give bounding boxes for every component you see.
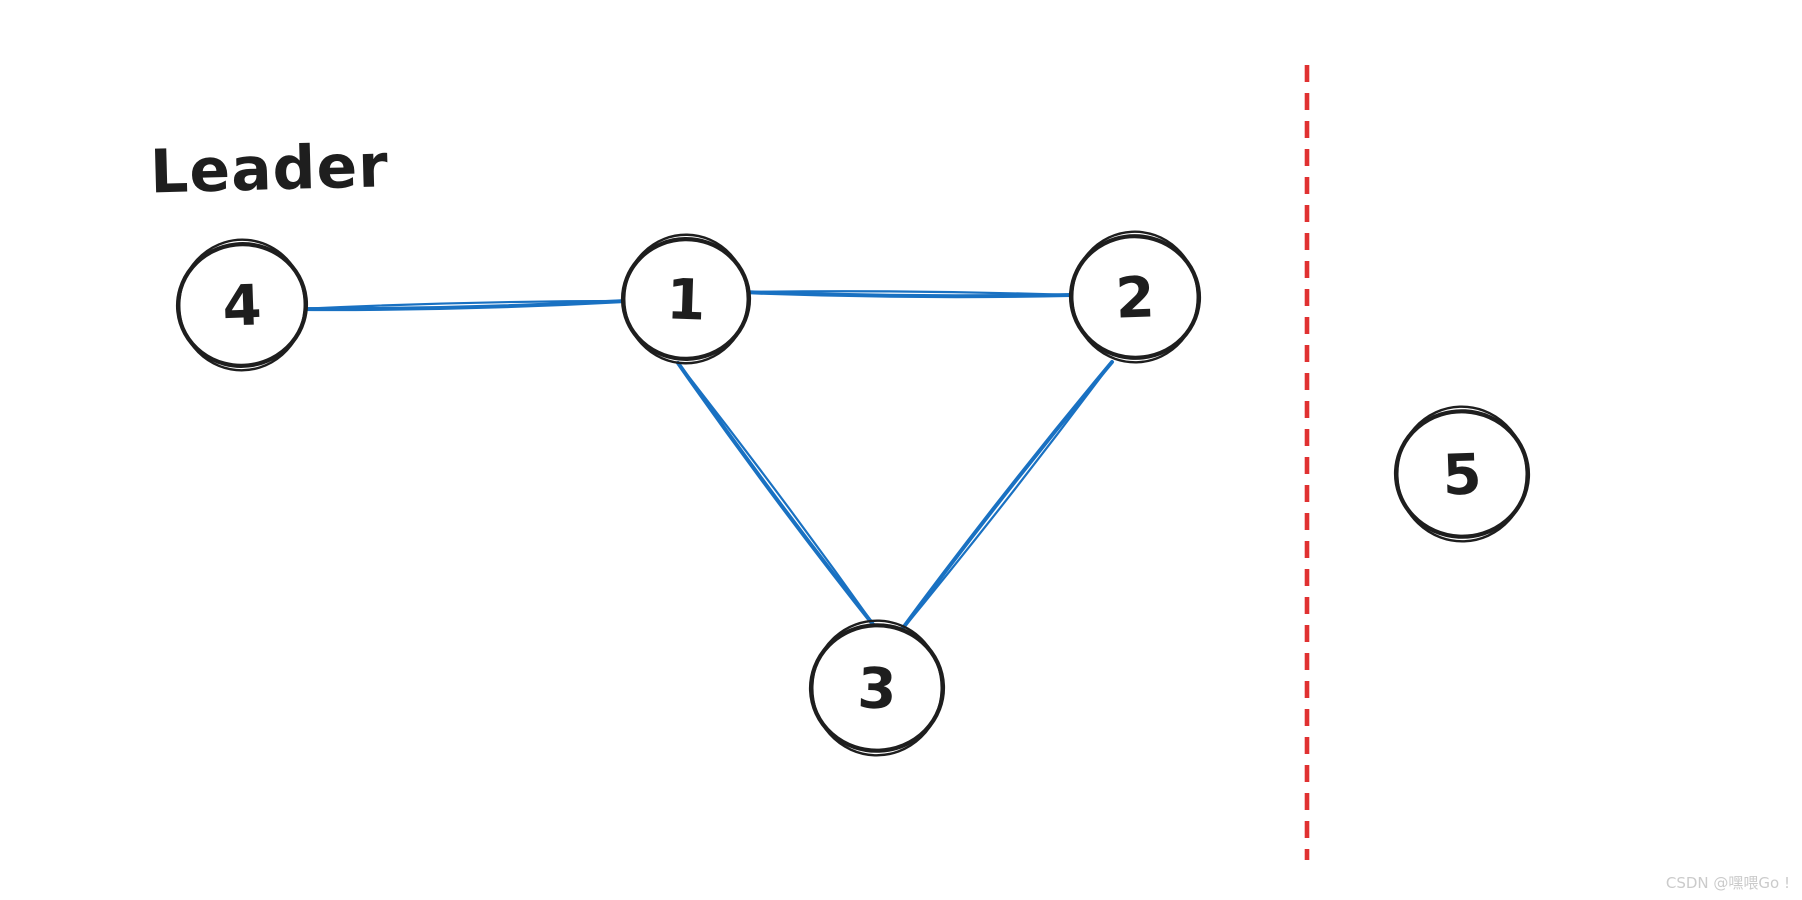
node-circle	[1393, 409, 1531, 539]
edge-stroke	[739, 290, 1073, 297]
node-circle	[623, 233, 749, 365]
edge-1-2[interactable]	[739, 290, 1073, 299]
node-circle	[1071, 230, 1199, 364]
edges-layer	[297, 290, 1114, 638]
edge-4-1[interactable]	[297, 299, 628, 312]
node-label: 4	[221, 273, 262, 339]
node-label: 3	[856, 656, 897, 722]
edge-stroke	[895, 360, 1114, 638]
graph-node-5[interactable]: 5	[1393, 404, 1531, 543]
leader-label[interactable]: Leader	[149, 131, 389, 207]
edge-1-3[interactable]	[676, 361, 881, 634]
node-label: 5	[1441, 442, 1482, 508]
node-circle	[620, 237, 752, 361]
node-circle	[808, 623, 946, 753]
graph-node-4[interactable]: 4	[172, 235, 312, 376]
graph-node-3[interactable]: 3	[808, 618, 946, 757]
nodes-layer: 4 1 2 3 5	[172, 229, 1531, 757]
edge-stroke	[297, 299, 628, 312]
node-circle	[1396, 405, 1528, 543]
edge-stroke	[739, 290, 1073, 299]
node-label: 1	[665, 267, 706, 333]
edge-stroke	[895, 360, 1114, 638]
edge-2-3[interactable]	[895, 360, 1114, 638]
edge-stroke	[676, 361, 881, 634]
edge-stroke	[297, 299, 628, 311]
edge-stroke	[676, 361, 881, 634]
watermark: CSDN @嘿喂Go !	[1666, 874, 1790, 892]
node-label: 2	[1114, 265, 1155, 331]
node-circle	[178, 238, 306, 372]
node-circle	[811, 619, 943, 757]
graph-node-1[interactable]: 1	[620, 233, 752, 365]
graph-node-2[interactable]: 2	[1067, 229, 1203, 366]
